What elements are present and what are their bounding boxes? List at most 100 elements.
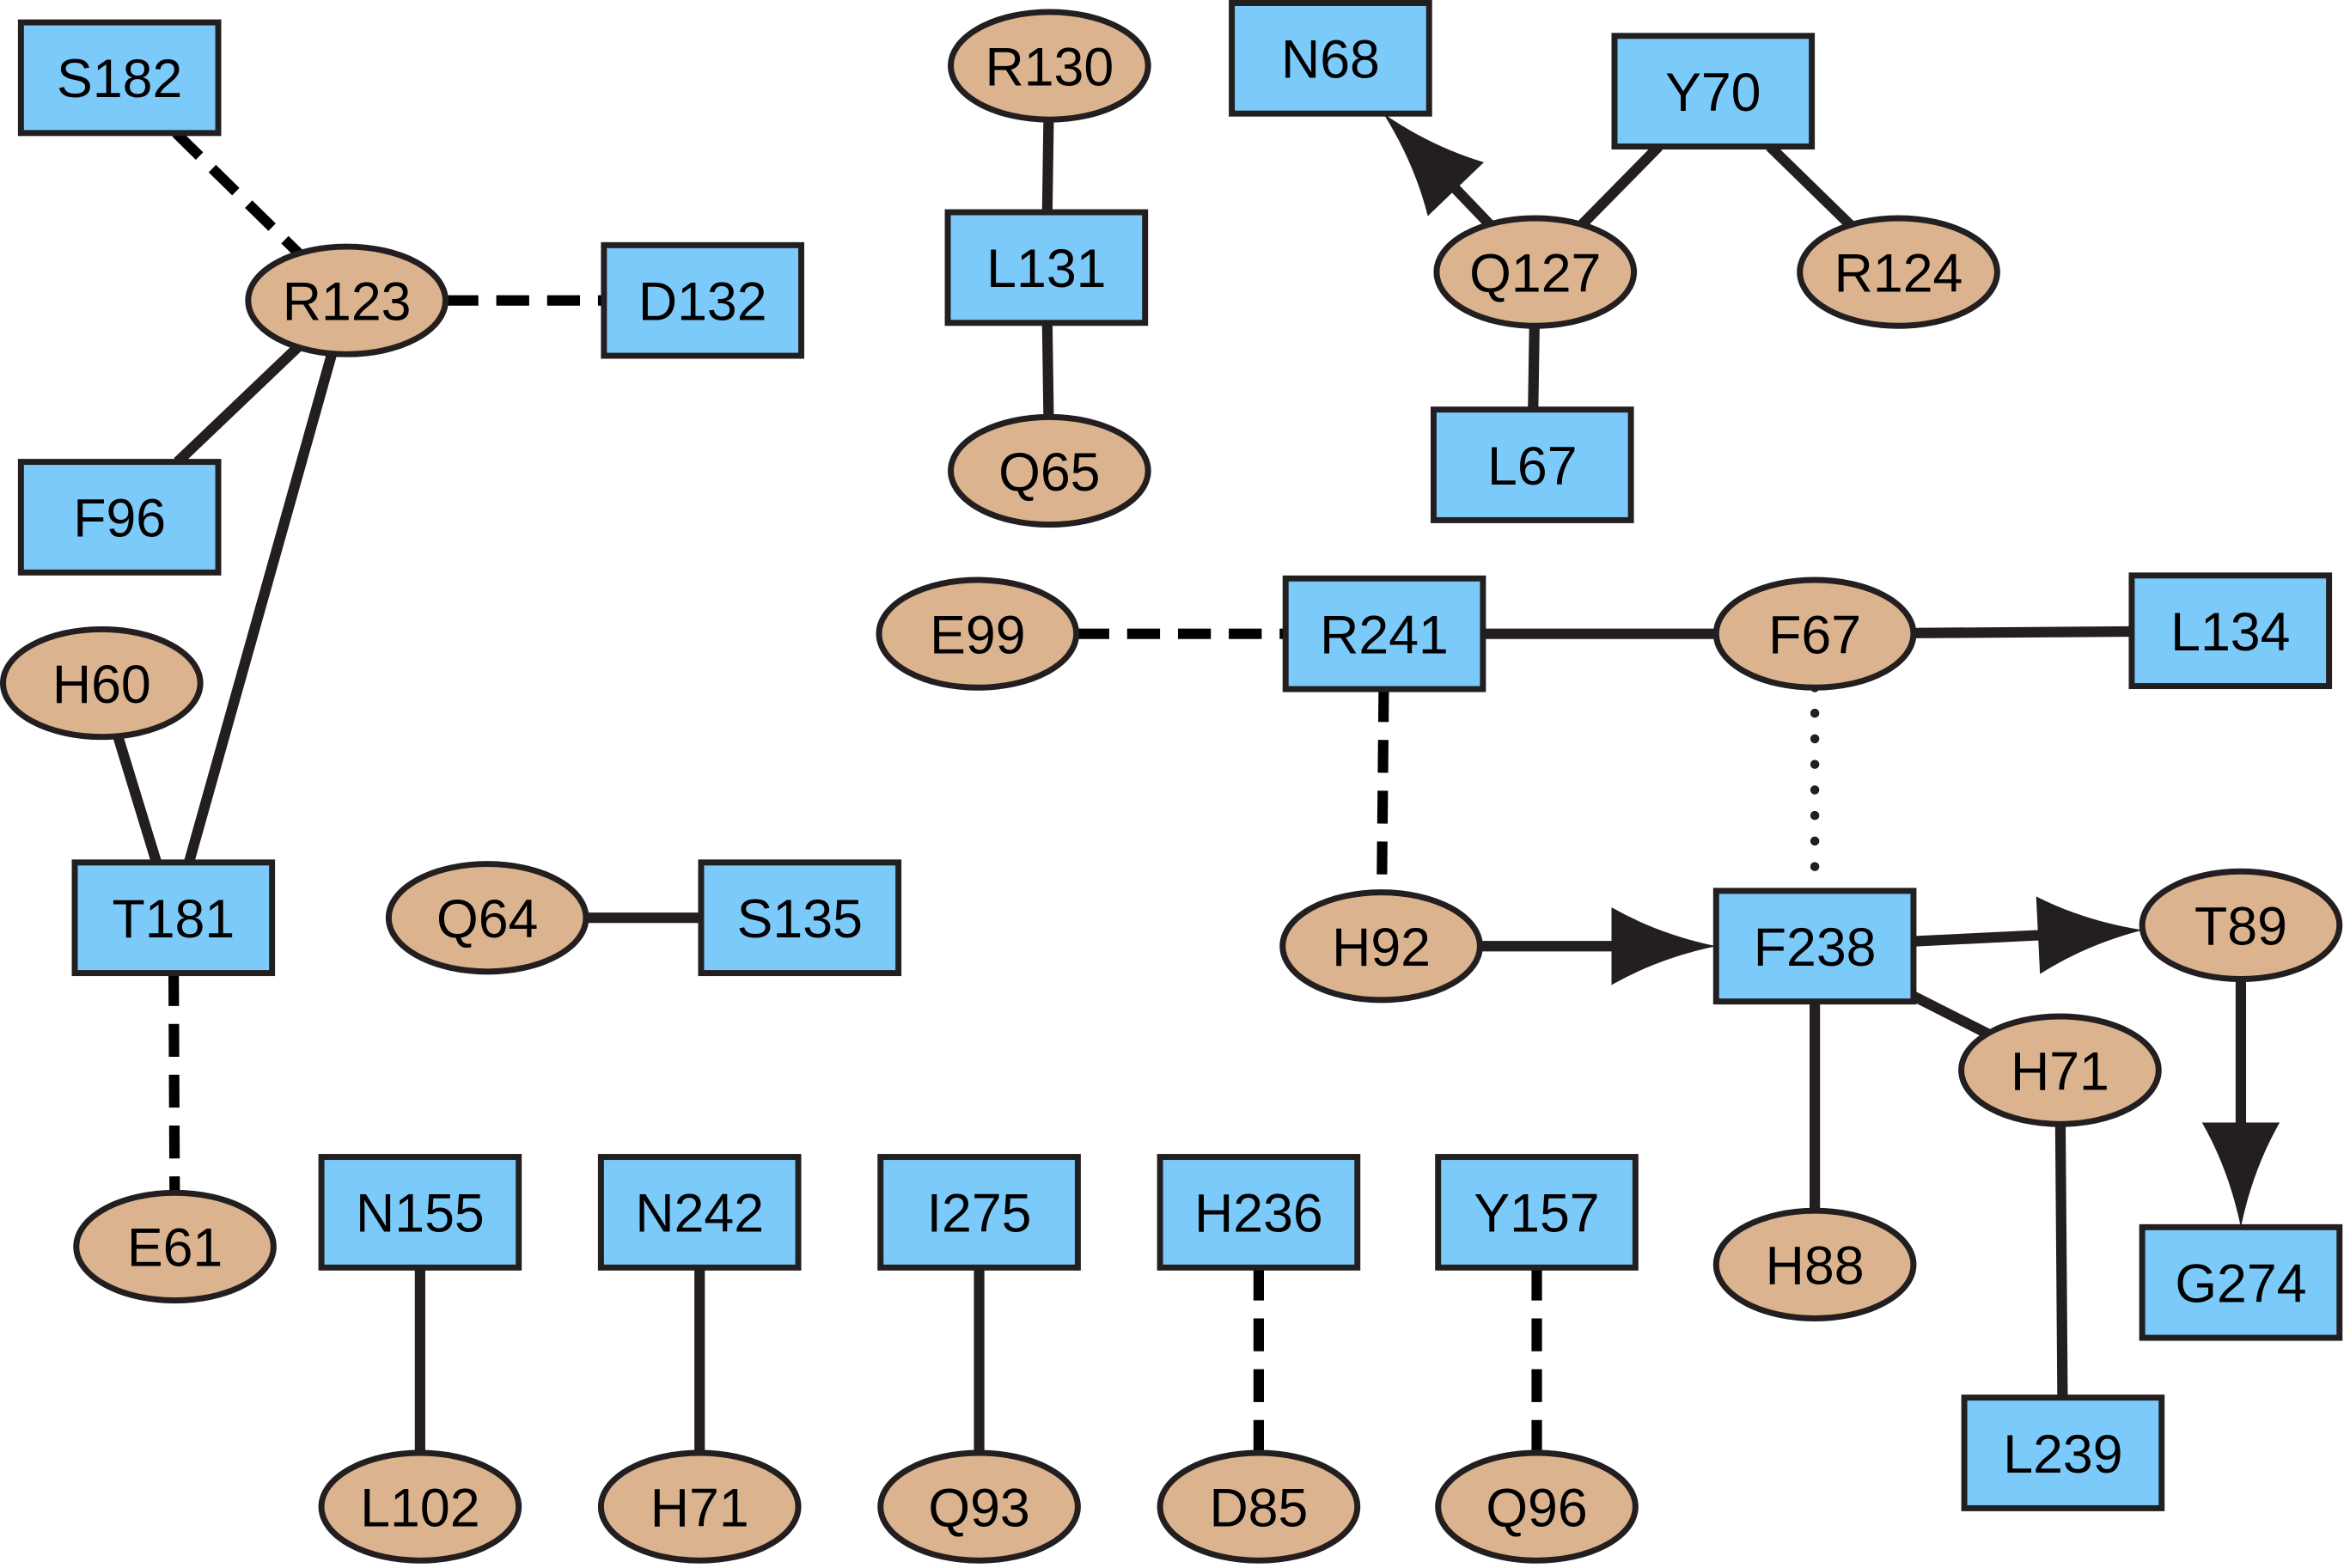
edge-line-solid <box>113 735 162 864</box>
node-rectangle <box>1430 406 1634 523</box>
node-label: H92 <box>1332 918 1431 978</box>
node-q127: Q127 <box>1433 215 1638 329</box>
node-ellipse <box>1712 1207 1917 1321</box>
node-label: Q127 <box>1469 243 1601 303</box>
node-label: R123 <box>283 272 412 332</box>
node-label: E61 <box>127 1218 223 1278</box>
node-e99: E99 <box>876 577 1080 691</box>
node-ellipse <box>597 1449 802 1564</box>
node-ellipse <box>385 861 589 975</box>
node-rectangle <box>698 859 902 977</box>
node-r123: R123 <box>245 243 449 357</box>
node-label: S182 <box>57 49 182 109</box>
edge-line-solid <box>2054 1124 2068 1398</box>
node-label: N242 <box>635 1184 764 1244</box>
node-s135: S135 <box>698 859 902 977</box>
node-label: Q64 <box>436 889 538 949</box>
node-label: E99 <box>930 605 1025 665</box>
node-label: N68 <box>1281 30 1380 90</box>
node-ellipse <box>948 9 1151 123</box>
node-y157: Y157 <box>1435 1154 1639 1271</box>
node-t181: T181 <box>71 859 276 977</box>
node-ellipse <box>318 1449 522 1564</box>
node-l131: L131 <box>944 209 1149 326</box>
node-label: Y157 <box>1474 1184 1599 1244</box>
node-label: H71 <box>2011 1041 2109 1101</box>
node-h71: H71 <box>597 1449 802 1564</box>
node-label: L67 <box>1487 436 1578 497</box>
node-rectangle <box>71 859 276 977</box>
node-l102: L102 <box>318 1449 522 1564</box>
node-rectangle <box>877 1154 1081 1271</box>
node-rectangle <box>2139 1223 2343 1341</box>
node-l239: L239 <box>1961 1394 2165 1511</box>
edge-R123-F96 <box>174 343 302 466</box>
node-d132: D132 <box>601 241 805 359</box>
node-label: Q93 <box>928 1478 1029 1538</box>
node-label: Q96 <box>1486 1478 1587 1538</box>
edge-line-solid <box>174 343 302 466</box>
arrowhead-icon <box>2201 1122 2280 1228</box>
edge-F238-H71b <box>1911 991 1991 1039</box>
node-label: Y70 <box>1665 63 1761 123</box>
arrowhead-icon <box>2036 896 2143 974</box>
node-rectangle <box>1435 1154 1639 1271</box>
node-h60: H60 <box>0 625 204 741</box>
arrowhead-icon <box>1611 907 1717 985</box>
node-label: H60 <box>52 655 151 715</box>
node-e61: E61 <box>73 1189 277 1304</box>
node-label: L239 <box>2003 1425 2122 1485</box>
node-ellipse <box>948 413 1151 528</box>
node-rectangle <box>1961 1394 2165 1511</box>
node-label: F238 <box>1754 918 1877 978</box>
node-label: H88 <box>1766 1236 1865 1296</box>
node-h236: H236 <box>1157 1154 1361 1271</box>
node-ellipse <box>876 577 1080 691</box>
node-rectangle <box>17 19 222 137</box>
node-rectangle <box>1712 888 1917 1005</box>
node-label: L131 <box>986 239 1106 299</box>
edge-L131-Q65 <box>1041 322 1054 418</box>
edge-line-solid <box>1528 326 1540 410</box>
edge-line-solid <box>184 351 338 864</box>
node-y70: Y70 <box>1611 33 1816 149</box>
node-f238: F238 <box>1712 888 1917 1005</box>
node-s182: S182 <box>17 19 222 137</box>
node-label: I275 <box>927 1184 1032 1244</box>
node-label: Q65 <box>998 442 1100 503</box>
node-i275: I275 <box>877 1154 1081 1271</box>
edge-R123-T181 <box>184 351 338 864</box>
edge-line-dashed <box>1376 688 1389 893</box>
node-label: F67 <box>1768 605 1861 665</box>
node-f96: F96 <box>17 459 222 576</box>
node-t89: T89 <box>2139 868 2343 983</box>
node-ellipse <box>1435 1449 1639 1564</box>
node-ellipse <box>1433 215 1638 329</box>
node-q96: Q96 <box>1435 1449 1639 1564</box>
node-rectangle <box>944 209 1149 326</box>
node-ellipse <box>1157 1449 1361 1564</box>
edge-F238-T89 <box>1913 896 2143 974</box>
edge-line-solid <box>1448 180 1493 229</box>
edge-Q127-N68 <box>1383 113 1493 229</box>
node-label: R124 <box>1834 243 1963 303</box>
node-label: T181 <box>112 889 235 949</box>
node-q93: Q93 <box>877 1449 1081 1564</box>
edge-line-solid <box>1913 930 2045 947</box>
node-d85: D85 <box>1157 1449 1361 1564</box>
edge-Q127-Y70 <box>1578 143 1663 229</box>
node-label: H236 <box>1194 1184 1323 1244</box>
node-h71: H71 <box>1958 1013 2162 1127</box>
node-l134: L134 <box>2128 572 2333 690</box>
node-l67: L67 <box>1430 406 1634 523</box>
node-rectangle <box>601 241 805 359</box>
node-label: G274 <box>2175 1254 2306 1314</box>
node-label: D132 <box>638 272 767 332</box>
node-ellipse <box>245 243 449 357</box>
node-label: S135 <box>737 889 863 949</box>
edge-Q127-L67 <box>1528 326 1540 410</box>
edge-line-solid <box>1578 143 1663 229</box>
node-ellipse <box>73 1189 277 1304</box>
node-rectangle <box>2128 572 2333 690</box>
